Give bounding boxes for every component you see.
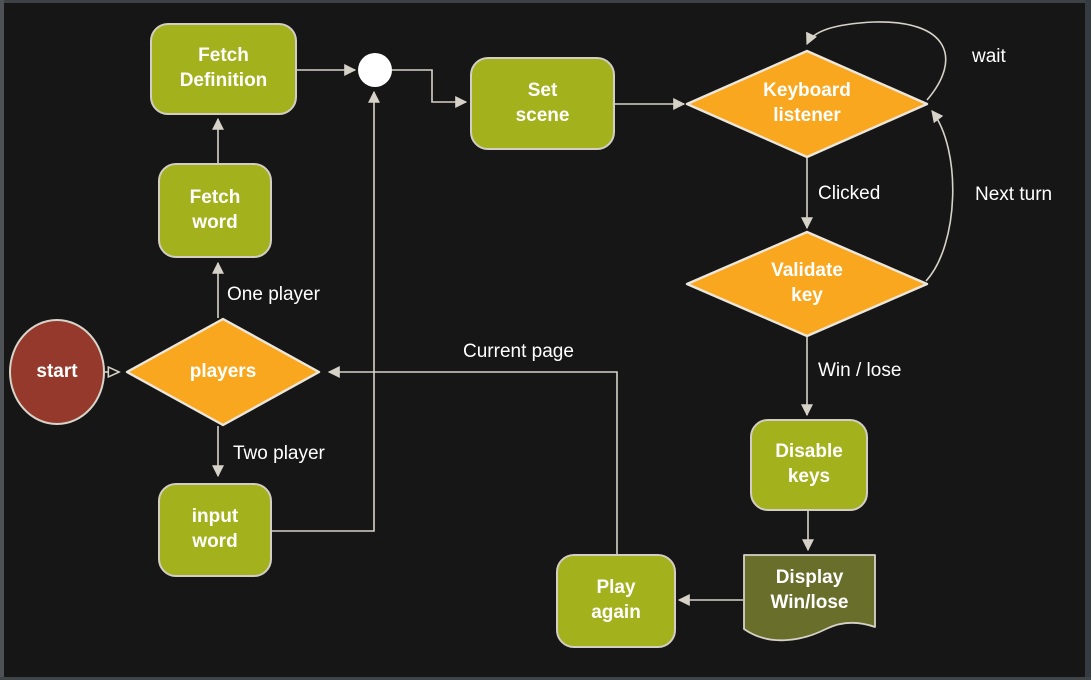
node-fetch-word-label: Fetch word xyxy=(189,186,241,233)
edge-label-one-player: One player xyxy=(227,284,320,305)
edge-input-word-junction xyxy=(272,90,380,532)
frame-border-left xyxy=(0,0,4,680)
node-disable-keys-label: Disable keys xyxy=(775,441,843,487)
edge-label-next-turn: Next turn xyxy=(975,184,1053,205)
node-play-again-label: Play again xyxy=(591,577,641,623)
edge-play-again-players-current-page xyxy=(327,366,618,554)
frame-border-bottom xyxy=(0,677,1091,680)
node-players-shape[interactable] xyxy=(125,317,321,427)
junction-node[interactable] xyxy=(358,53,392,87)
node-keyboard-listener-shape[interactable] xyxy=(685,49,929,159)
node-input-word-label: input word xyxy=(191,506,239,552)
node-fetch-definition-label: Fetch Definition xyxy=(179,45,268,91)
edge-label-current-page: Current page xyxy=(463,341,574,362)
edge-validate-keyboard-next-turn xyxy=(925,110,954,282)
edge-label-clicked: Clicked xyxy=(818,183,881,204)
edge-label-win-lose: Win / lose xyxy=(818,360,902,381)
node-fetch-definition[interactable]: Fetch Definition xyxy=(150,23,297,115)
node-set-scene-label: Set scene xyxy=(515,79,570,126)
edge-label-wait: wait xyxy=(972,46,1006,67)
node-display-win-lose-shape[interactable] xyxy=(743,554,876,642)
node-start[interactable]: start xyxy=(9,319,105,425)
node-input-word[interactable]: input word xyxy=(158,483,272,577)
node-validate-key-shape[interactable] xyxy=(685,230,929,338)
edge-label-two-player: Two player xyxy=(233,443,325,464)
edge-keyboard-wait-loop xyxy=(806,21,947,101)
node-start-label: start xyxy=(36,360,78,382)
node-set-scene[interactable]: Set scene xyxy=(470,57,615,150)
node-play-again[interactable]: Play again xyxy=(556,554,676,648)
edge-junction-set-scene xyxy=(392,69,468,108)
frame-border-top xyxy=(0,0,1091,3)
node-fetch-word[interactable]: Fetch word xyxy=(158,163,272,258)
frame-border-right xyxy=(1085,0,1091,680)
node-disable-keys[interactable]: Disable keys xyxy=(750,419,868,511)
